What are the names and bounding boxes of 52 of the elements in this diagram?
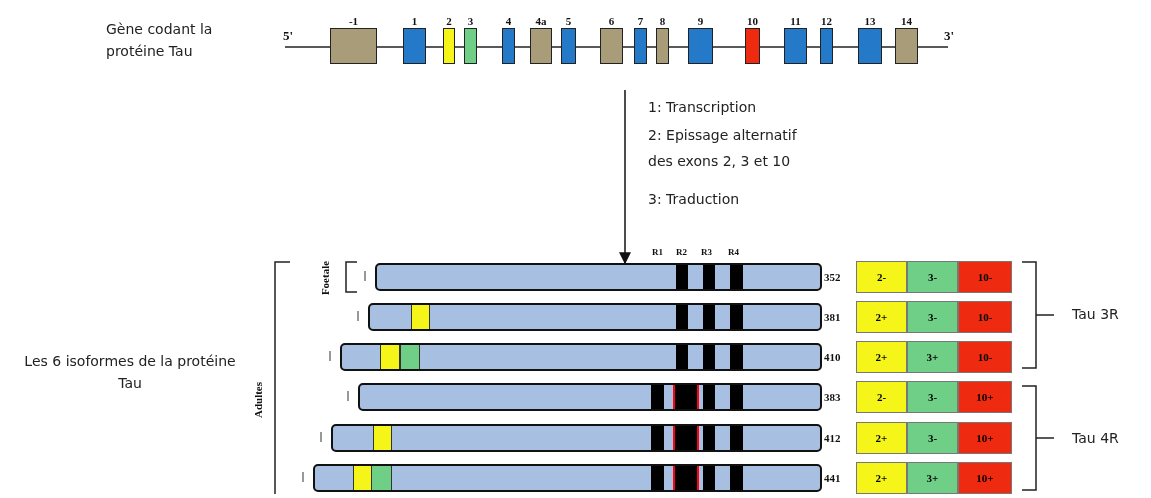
- table-cell: 10+: [958, 422, 1012, 454]
- exon-number: 9: [697, 15, 704, 27]
- exon-number: 14: [901, 15, 912, 27]
- table-cell: 3-: [907, 422, 958, 454]
- table-cell: 3-: [907, 381, 958, 413]
- table-cell: 3+: [907, 341, 958, 373]
- table-cell: 10-: [958, 301, 1012, 333]
- step-text: 1: Transcription: [648, 98, 757, 117]
- group-label: Adultes: [252, 381, 264, 419]
- table-cell: 2-: [856, 261, 907, 293]
- exon-number: 3: [467, 15, 474, 27]
- table-cell: 10-: [958, 261, 1012, 293]
- table-cell: 3-: [907, 301, 958, 333]
- table-cell: 3-: [907, 261, 958, 293]
- exon-number: 13: [864, 15, 876, 27]
- exon-number: 5: [565, 15, 572, 27]
- group-label: Tau 3R: [1072, 305, 1119, 324]
- table-cell: 2+: [856, 462, 907, 494]
- step-text: 3: Traduction: [648, 190, 740, 209]
- table-cell: 2+: [856, 341, 907, 373]
- exon-number: 6: [608, 15, 615, 27]
- gene-title: Gène codant la protéine Tau: [106, 20, 214, 61]
- table-cell: 2+: [856, 301, 907, 333]
- length-label: 381: [824, 311, 841, 323]
- exon-number: 1: [411, 15, 418, 27]
- table-cell: 2-: [856, 381, 907, 413]
- exon-number: 4a: [535, 15, 547, 27]
- exon-number: 10: [747, 15, 758, 27]
- length-label: 383: [824, 391, 841, 403]
- strand-end-label: 5': [283, 28, 294, 44]
- table-cell: 10+: [958, 462, 1012, 494]
- exon-number: 7: [637, 15, 644, 27]
- step-text: 2: Epissage alternatif des exons 2, 3 et 10: [648, 126, 798, 171]
- length-label: 352: [824, 271, 841, 283]
- arrow: [619, 89, 631, 265]
- table-cell: 10+: [958, 381, 1012, 413]
- exon-number: 8: [659, 15, 666, 27]
- exon-number: 2: [446, 15, 452, 27]
- exon-number: -1: [348, 15, 359, 27]
- length-label: 441: [824, 472, 841, 484]
- length-label: 412: [824, 432, 841, 444]
- group-label: Foetale: [319, 260, 331, 296]
- group-label: Tau 4R: [1072, 429, 1119, 448]
- exon-number: 11: [790, 15, 801, 27]
- table-cell: 2+: [856, 422, 907, 454]
- group-title: Les 6 isoformes de la protéine Tau: [23, 352, 237, 393]
- exon-number: 12: [821, 15, 832, 27]
- table-cell: 10-: [958, 341, 1012, 373]
- table-cell: 3+: [907, 462, 958, 494]
- exon-number: 4: [505, 15, 512, 27]
- length-label: 410: [824, 351, 841, 363]
- strand-end-label: 3': [944, 28, 955, 44]
